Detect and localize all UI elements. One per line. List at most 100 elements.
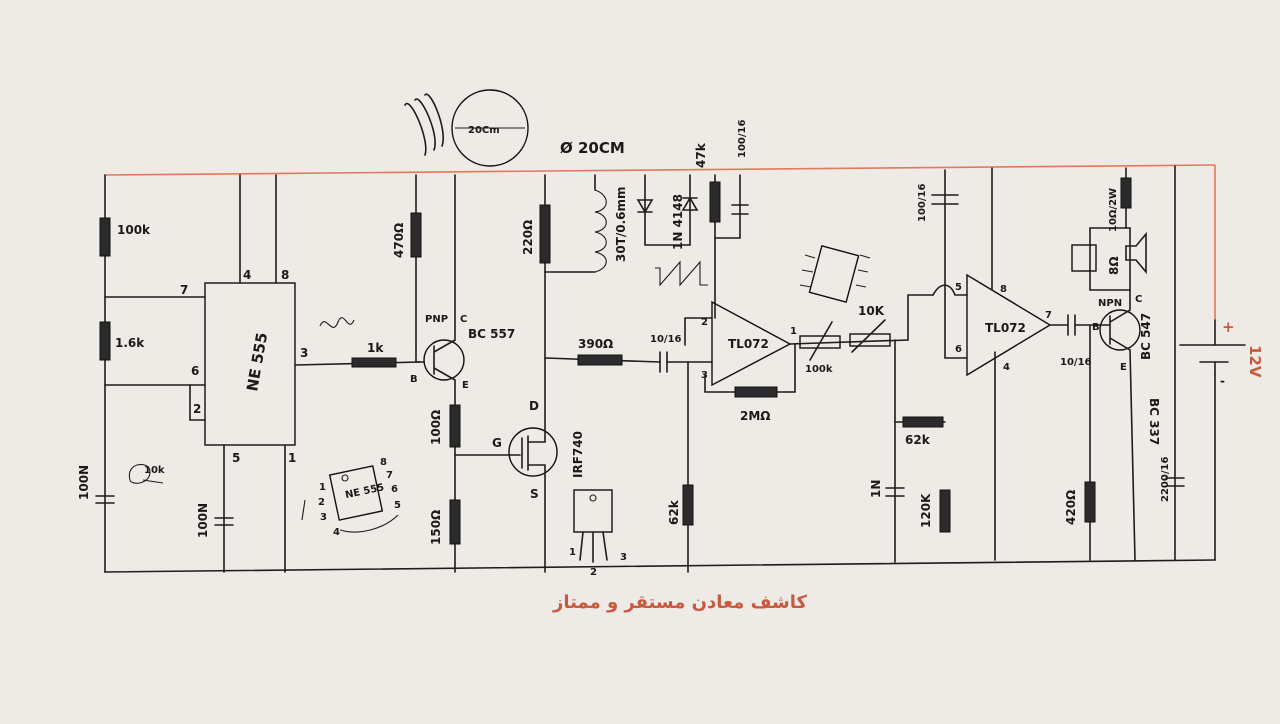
mosfet-pin-d: D — [529, 399, 539, 413]
ne555-chip — [204, 282, 296, 446]
package-pin-1: 1 — [569, 547, 576, 558]
tl072-2-label: TL072 — [985, 321, 1026, 335]
label-390: 390Ω — [578, 337, 613, 351]
coil-winding: 30T/0.6mm — [614, 186, 628, 262]
resistor-10-2w — [1120, 177, 1132, 209]
pot-10k — [849, 333, 891, 347]
npn-alt-part: BC 337 — [1147, 398, 1161, 445]
resistor-62k-b — [902, 416, 944, 428]
resistor-1-6k — [99, 321, 111, 361]
tl072-2-pin-5: 5 — [955, 282, 962, 293]
coil-sketch-label: 20Cm — [468, 125, 500, 136]
label-1n: 1N — [869, 480, 883, 498]
label-100n-b: 100N — [196, 503, 210, 538]
npn-type: NPN — [1098, 298, 1122, 309]
speaker-icon — [1125, 231, 1147, 275]
ne555-pin-8: 8 — [281, 268, 289, 282]
pinout-pin-7: 7 — [386, 470, 393, 481]
tl072-2-pin-7: 7 — [1045, 310, 1052, 321]
pinout-pin-8: 8 — [380, 457, 387, 468]
pinout-pin-6: 6 — [391, 484, 398, 495]
pnp-part: BC 557 — [468, 327, 515, 341]
label-2200-16: 2200/16 — [1160, 457, 1171, 502]
label-pot-10k-left: 10k — [144, 465, 165, 476]
label-100-16-a: 100/16 — [737, 120, 748, 158]
resistor-420 — [1084, 481, 1096, 523]
label-100: 100Ω — [429, 410, 443, 445]
ne555-pin-5: 5 — [232, 451, 240, 465]
pinout-pin-4: 4 — [333, 527, 340, 538]
diode-part: 1N 4148 — [671, 194, 685, 250]
label-10k: 10K — [858, 304, 885, 318]
tl072-2-pin-6: 6 — [955, 344, 962, 355]
ground-rail — [104, 559, 1216, 573]
ne555-pin-1: 1 — [288, 451, 296, 465]
label-10-16: 10/16 — [650, 334, 682, 345]
relay-box — [1071, 244, 1097, 272]
mosfet-irf740 — [508, 427, 558, 477]
positive-rail — [104, 164, 1216, 320]
label-1-6k: 1.6k — [115, 336, 145, 350]
label-100-16-b: 100/16 — [917, 184, 928, 222]
label-420: 420Ω — [1064, 490, 1078, 525]
mosfet-pin-g: G — [492, 436, 502, 450]
tl072-1-pin-2: 2 — [701, 317, 708, 328]
pot-100k — [799, 335, 841, 349]
ne555-pinout-sketch: NE 555 1 2 3 4 8 7 6 5 — [301, 457, 401, 538]
label-120k: 120K — [919, 493, 933, 528]
label-speaker: 8Ω — [1107, 256, 1121, 275]
label-2m: 2MΩ — [740, 409, 771, 423]
ne555-pin-7: 7 — [180, 283, 188, 297]
npn-part: BC 547 — [1139, 313, 1153, 360]
pnp-pin-c: C — [460, 314, 467, 325]
mosfet-part: IRF740 — [571, 431, 585, 478]
resistor-150 — [449, 499, 461, 545]
battery-symbol: + - 12V — [1179, 318, 1264, 388]
coil-sketch: 20Cm — [404, 89, 529, 167]
pnp-type: PNP — [425, 314, 448, 325]
label-62k-b: 62k — [905, 433, 931, 447]
label-150: 150Ω — [429, 510, 443, 545]
resistor-47k — [709, 181, 721, 223]
diode-b — [681, 196, 699, 211]
resistor-1k — [351, 357, 397, 368]
pinout-pin-5: 5 — [394, 500, 401, 511]
pnp-transistor — [423, 339, 465, 381]
label-220: 220Ω — [521, 220, 535, 255]
trimmer-10k-sketch: 10k — [128, 463, 165, 484]
ne555-label: NE 555 — [243, 331, 271, 393]
resistor-100 — [449, 404, 461, 448]
label-10-2w: 10Ω/2W — [1108, 188, 1119, 232]
resistor-470 — [410, 212, 422, 258]
label-10-16-b: 10/16 — [1060, 357, 1092, 368]
resistor-220 — [539, 204, 551, 264]
battery-minus: - — [1220, 374, 1225, 388]
resistor-2m — [734, 386, 778, 398]
pnp-pin-e: E — [462, 380, 469, 391]
resistor-100k — [99, 217, 111, 257]
label-47k: 47k — [694, 142, 708, 168]
label-100k-pot: 100k — [805, 364, 833, 375]
battery-voltage: 12V — [1246, 345, 1264, 378]
ne555-pin-3: 3 — [300, 346, 308, 360]
resistor-120k — [939, 489, 951, 533]
resistor-390 — [577, 354, 623, 366]
mosfet-pin-s: S — [530, 487, 539, 501]
npn-transistor — [1099, 309, 1141, 351]
pnp-pin-b: B — [410, 374, 418, 385]
tl072-2-pin-4: 4 — [1003, 362, 1010, 373]
search-coil: Ø 20CM 30T/0.6mm — [544, 139, 628, 273]
diode-a — [636, 199, 654, 214]
label-470: 470Ω — [392, 223, 406, 258]
battery-plus: + — [1222, 318, 1235, 336]
resistor-62k-a — [682, 484, 694, 526]
pinout-pin-1: 1 — [319, 482, 326, 493]
npn-pin-b: B — [1092, 322, 1100, 333]
label-62k-a: 62k — [667, 499, 681, 525]
npn-pin-e: E — [1120, 362, 1127, 373]
tl072-1-label: TL072 — [728, 337, 769, 351]
ne555-pin-6: 6 — [191, 364, 199, 378]
tl072-2-pin-8: 8 — [1000, 284, 1007, 295]
pinout-pin-3: 3 — [320, 512, 327, 523]
